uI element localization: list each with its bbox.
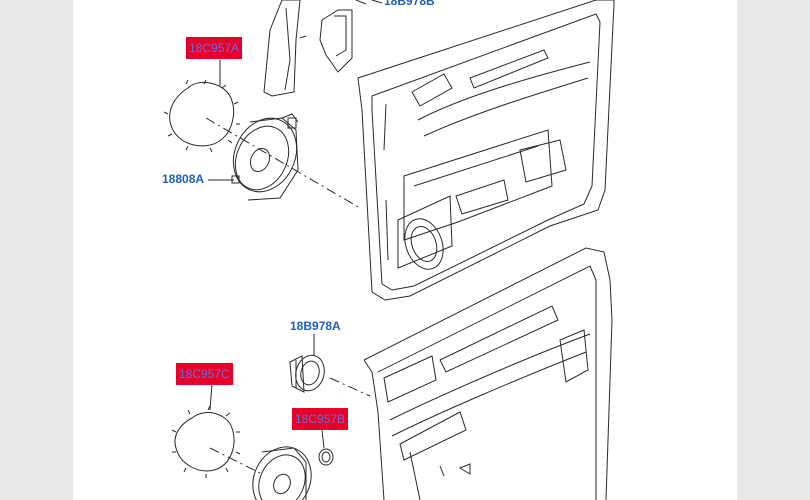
rear-speaker xyxy=(252,446,312,500)
diagram-panel xyxy=(73,0,737,500)
tweeter-18b978a xyxy=(289,354,325,393)
gasket-18c957c xyxy=(171,405,241,478)
rear-door-trim-panel xyxy=(363,247,613,500)
label-18b978a: 18B978A xyxy=(290,319,341,333)
front-door-trim-panel xyxy=(357,0,615,301)
leader-lines xyxy=(208,0,383,449)
label-18b978b: 18B978B xyxy=(384,0,435,8)
speaker-18808a xyxy=(231,113,299,201)
label-18808a: 18808A xyxy=(162,172,205,186)
tag-18c957a: 18C957A xyxy=(186,37,243,59)
gasket-18c957a xyxy=(163,79,240,153)
clip-18c957b xyxy=(318,448,334,466)
tag-18c957b: 18C957B xyxy=(292,408,349,430)
upper-trim-pieces xyxy=(263,0,367,97)
axis-lines xyxy=(205,117,371,475)
tag-18c957c: 18C957C xyxy=(176,363,233,385)
